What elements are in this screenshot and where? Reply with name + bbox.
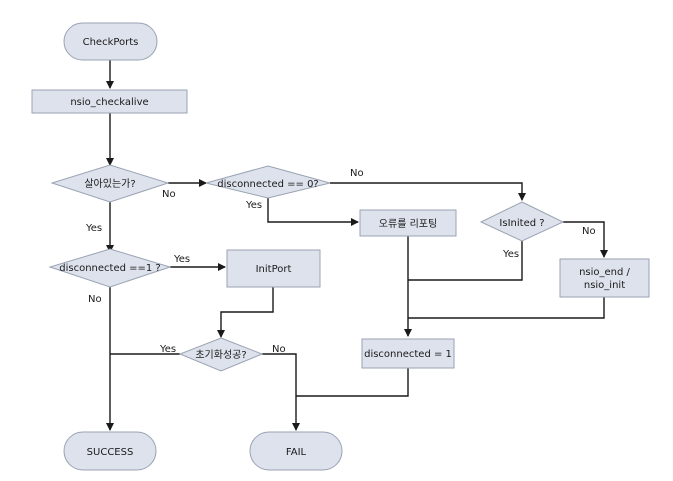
disc0-no-label: No: [350, 168, 364, 179]
isinited-no-label: No: [582, 226, 596, 237]
process-shape: [559, 258, 650, 298]
init-no-label: No: [272, 344, 286, 355]
alive-yes-label: Yes: [85, 223, 102, 234]
decision-shape: [48, 248, 172, 288]
disconnected-eq1-label: disconnected ==1 ?: [59, 263, 160, 274]
decision-disconnected-eq0: disconnected == 0?: [205, 165, 331, 199]
process-shape: [226, 249, 321, 288]
disc0-yes-label: Yes: [245, 200, 262, 211]
report-error-label: 오류를 리포팅: [379, 218, 437, 230]
terminal-success: SUCCESS: [63, 431, 157, 471]
set-disconnected-label: disconnected = 1: [364, 349, 452, 360]
terminal-fail: FAIL: [249, 431, 343, 471]
checkports-label: CheckPorts: [83, 37, 139, 48]
isinited-yes-label: Yes: [502, 249, 519, 260]
decision-shape: [50, 164, 170, 203]
alive-no-label: No: [162, 189, 176, 200]
process-shape: [361, 338, 455, 369]
process-set-disconnected: disconnected = 1: [361, 338, 455, 369]
edge-init-no: [262, 353, 300, 431]
process-initport: InitPort: [226, 249, 321, 288]
edge-isinited-yes: [408, 241, 523, 281]
terminal-shape: [63, 431, 157, 471]
isinited-label: IsInited ?: [499, 218, 544, 229]
edge-isinited-no: [563, 221, 608, 258]
decision-isinited: IsInited ?: [479, 201, 565, 242]
process-shape: [359, 209, 457, 237]
nsio-end-label: nsio_end /: [579, 267, 630, 278]
edge-nsioinit-join: [408, 297, 605, 319]
process-shape: [31, 89, 188, 114]
edge-labels: No Yes No Yes No Yes Yes No Yes No: [85, 168, 596, 355]
decision-shape: [479, 201, 565, 242]
nsio-init-label: nsio_init: [584, 280, 625, 291]
process-report-error: 오류를 리포팅: [359, 209, 457, 237]
fail-label: FAIL: [286, 447, 307, 458]
terminal-shape: [63, 22, 158, 61]
edge-disc0-no: [330, 182, 526, 201]
success-label: SUCCESS: [87, 447, 134, 458]
decision-shape: [205, 165, 331, 199]
disc1-yes-label: Yes: [173, 254, 190, 265]
alive-question-label: 살아있는가?: [84, 178, 135, 190]
initport-label: InitPort: [256, 264, 292, 275]
disconnected-eq0-label: disconnected == 0?: [217, 179, 318, 190]
decision-alive: 살아있는가?: [50, 164, 170, 203]
decision-shape: [178, 337, 264, 372]
decision-init-success: 초기화성공?: [178, 337, 264, 372]
terminal-shape: [249, 431, 343, 471]
nsio-checkalive-label: nsio_checkalive: [70, 97, 148, 108]
edge-initport-to-initq: [217, 287, 274, 338]
disc1-no-label: No: [88, 294, 102, 305]
init-yes-label: Yes: [159, 344, 176, 355]
edge-disconnected-to-fail: [296, 368, 409, 397]
init-success-label: 초기화성공?: [195, 349, 246, 361]
process-nsio-checkalive: nsio_checkalive: [31, 89, 188, 114]
terminal-checkports: CheckPorts: [63, 22, 158, 61]
edge-disc0-yes: [267, 198, 359, 226]
decision-disconnected-eq1: disconnected ==1 ?: [48, 248, 172, 288]
connectors: [106, 60, 608, 431]
process-nsio-end-init: nsio_end / nsio_init: [559, 258, 650, 298]
